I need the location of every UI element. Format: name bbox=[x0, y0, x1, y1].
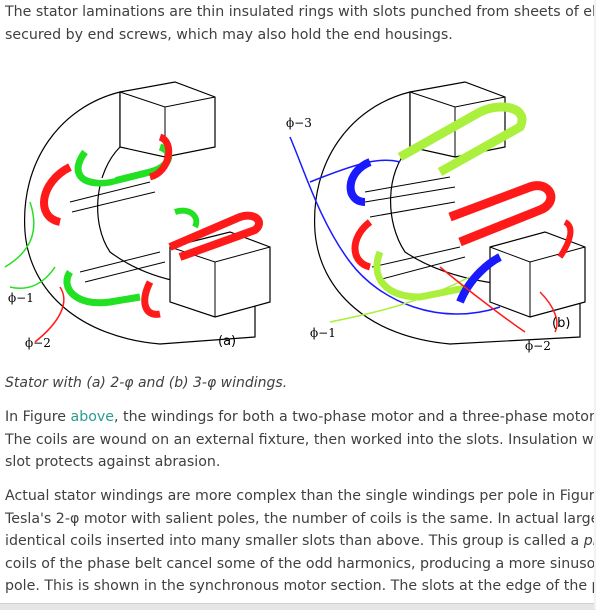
intro-paragraph: The stator laminations are thin insulate… bbox=[5, 1, 596, 46]
intro-line-1: The stator laminations are thin insulate… bbox=[5, 4, 596, 20]
paragraph-2: Actual stator windings are more complex … bbox=[5, 485, 596, 598]
para1-line-1-post: , the windings for both a two-phase moto… bbox=[114, 409, 596, 425]
stator-figure: ϕ−1 ϕ−2 (a) ϕ−3 ϕ−1 ϕ−2 (b) bbox=[4, 81, 586, 353]
stator-b bbox=[289, 81, 586, 345]
phase-b2-label: ϕ−2 bbox=[525, 339, 551, 353]
para1-line-1-pre: In Figure bbox=[5, 409, 71, 425]
para2-line-3: identical coils inserted into many small… bbox=[5, 530, 596, 553]
above-link[interactable]: above bbox=[70, 409, 115, 425]
para1-line-1: In Figure above, the windings for both a… bbox=[5, 406, 596, 429]
para2-line-4: coils of the phase belt cancel some of t… bbox=[5, 555, 596, 572]
phase-b3-label: ϕ−3 bbox=[286, 116, 312, 130]
figure-label-a: (a) bbox=[218, 334, 236, 349]
phase-a1-label: ϕ−1 bbox=[8, 291, 34, 305]
phase-a2-label: ϕ−2 bbox=[25, 336, 51, 350]
figure-label-b: (b) bbox=[552, 316, 570, 331]
para2-line-5: pole. This is shown in the synchronous m… bbox=[5, 578, 596, 595]
para1-line-3: slot protects against abrasion. bbox=[5, 454, 221, 471]
intro-line-2: secured by end screws, which may also ho… bbox=[5, 26, 453, 43]
para2-line-1: Actual stator windings are more complex … bbox=[5, 488, 596, 504]
figure-caption: Stator with (a) 2-φ and (b) 3-φ windings… bbox=[5, 375, 288, 391]
paragraph-1: In Figure above, the windings for both a… bbox=[5, 406, 596, 474]
phase-b1-label: ϕ−1 bbox=[310, 326, 336, 340]
phase-belt-emphasis: phas bbox=[583, 533, 596, 550]
stator-a bbox=[4, 81, 271, 345]
horizontal-scrollbar[interactable] bbox=[0, 603, 596, 610]
para2-line-3-pre: identical coils inserted into many small… bbox=[5, 533, 584, 550]
right-edge bbox=[594, 0, 596, 609]
para1-line-2: The coils are wound on an external fixtu… bbox=[5, 431, 596, 448]
para2-line-2: Tesla's 2-φ motor with salient poles, th… bbox=[5, 510, 596, 527]
